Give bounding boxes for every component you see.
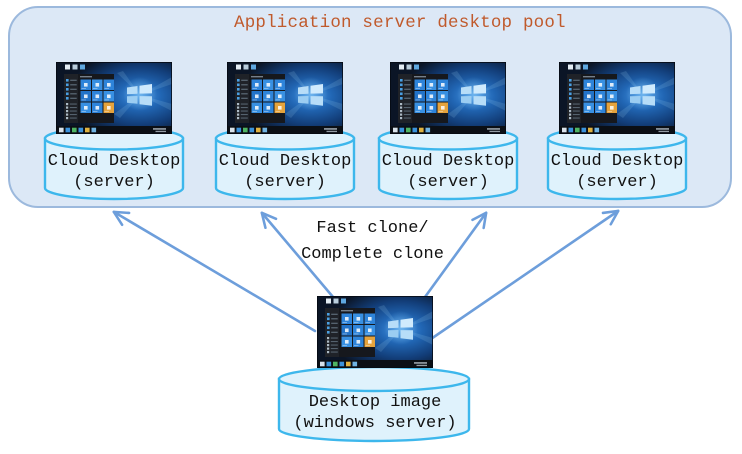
node-label-line1: Cloud Desktop <box>381 152 515 171</box>
desktop-image-node: Desktop image (windows server) <box>277 296 473 446</box>
windows-desktop-thumbnail <box>56 62 172 134</box>
windows-desktop-thumbnail <box>317 296 433 368</box>
node-label: Cloud Desktop (server) <box>546 152 688 193</box>
node-label-line2: (server) <box>576 172 658 192</box>
cloud-desktop-node-2: Cloud Desktop (server) <box>214 62 356 204</box>
cloud-desktop-node-1: Cloud Desktop (server) <box>43 62 185 204</box>
cloud-desktop-node-3: Cloud Desktop (server) <box>377 62 519 204</box>
node-label-line2: (server) <box>244 172 326 192</box>
pool-title: Application server desktop pool <box>234 13 566 33</box>
clone-type-label: Fast clone/ Complete clone <box>275 216 470 267</box>
cylinder-shape <box>277 365 471 443</box>
node-label: Desktop image (windows server) <box>277 392 473 434</box>
node-label-line2: (server) <box>73 172 155 192</box>
windows-desktop-thumbnail <box>227 62 343 134</box>
node-label-line1: Cloud Desktop <box>550 152 684 171</box>
node-label: Cloud Desktop (server) <box>214 152 356 193</box>
node-label: Cloud Desktop (server) <box>43 152 185 193</box>
node-label-line1: Desktop image <box>308 393 442 412</box>
node-label: Cloud Desktop (server) <box>377 152 519 193</box>
node-label-line2: (windows server) <box>293 414 457 433</box>
node-label-line1: Cloud Desktop <box>218 152 352 171</box>
windows-desktop-thumbnail <box>390 62 506 134</box>
clone-label-line1: Fast clone/ <box>316 219 429 238</box>
node-label-line2: (server) <box>407 172 489 192</box>
clone-label-line2: Complete clone <box>301 244 444 264</box>
windows-desktop-thumbnail <box>559 62 675 134</box>
cloud-desktop-node-4: Cloud Desktop (server) <box>546 62 688 204</box>
node-label-line1: Cloud Desktop <box>47 152 181 171</box>
